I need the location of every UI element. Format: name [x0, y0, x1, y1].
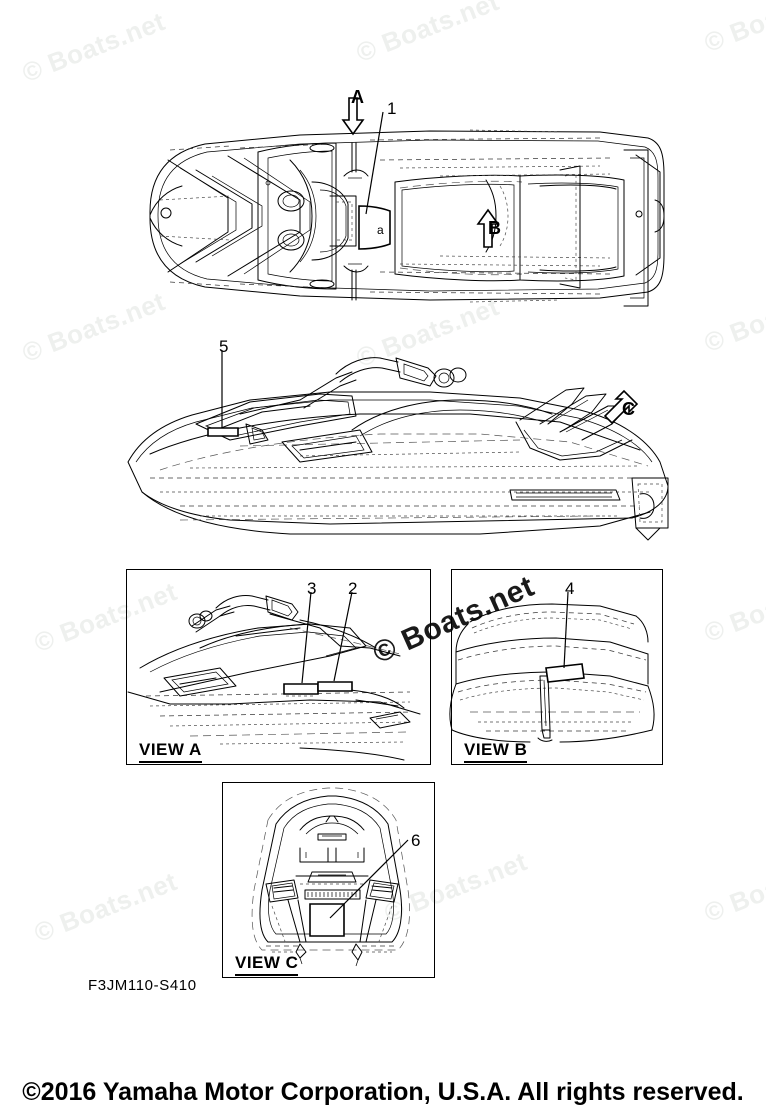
view-b-drawing — [449, 591, 655, 743]
panel-label-view-a: VIEW A — [139, 740, 202, 763]
callout-2: 2 — [348, 579, 358, 598]
view-a-drawing — [127, 591, 421, 761]
svg-text:a: a — [377, 223, 384, 237]
callout-5: 5 — [219, 337, 229, 356]
view-arrow-label-a: A — [351, 87, 364, 107]
panel-view-b — [451, 569, 663, 765]
top-view-group: a — [149, 97, 665, 307]
copyright-footer: ©2016 Yamaha Motor Corporation, U.S.A. A… — [22, 1078, 744, 1106]
view-arrow-label-c: C — [622, 399, 635, 419]
callout-3: 3 — [307, 579, 317, 598]
side-view-group — [127, 350, 669, 541]
view-arrow-b-glyph — [476, 208, 500, 248]
panel-label-view-c: VIEW C — [235, 953, 299, 976]
view-arrow-a-glyph — [341, 97, 365, 136]
callout-1: 1 — [387, 99, 397, 118]
yamaha-wordmark — [304, 889, 361, 900]
view-c-drawing — [251, 787, 410, 967]
view-arrow-label-b: B — [488, 218, 501, 238]
part-number-label: F3JM110-S410 — [88, 977, 197, 994]
panel-label-view-b: VIEW B — [464, 740, 528, 763]
panel-view-a — [126, 569, 431, 765]
panel-view-c — [222, 782, 435, 978]
callout-6: 6 — [411, 831, 421, 850]
view-arrow-c-glyph — [603, 389, 639, 425]
callout-4: 4 — [565, 579, 575, 598]
